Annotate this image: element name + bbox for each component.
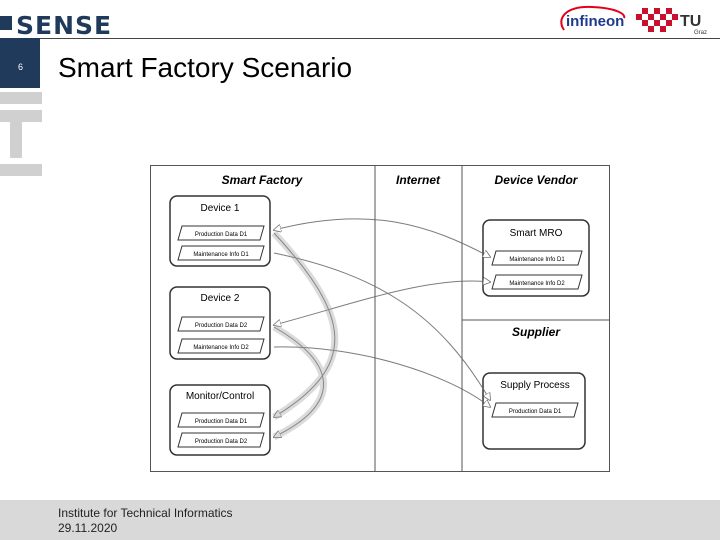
flow-arrow: [274, 281, 490, 325]
page-title: Smart Factory Scenario: [58, 52, 353, 83]
smart-factory-diagram: Smart Factory Internet Device Vendor Sup…: [150, 165, 610, 472]
data-item-label: Maintenance Info D2: [193, 345, 249, 351]
sense-logo-mark: [0, 16, 12, 30]
data-item-label: Production Data D1: [195, 419, 248, 425]
infineon-logo-text: infineon: [566, 13, 624, 30]
sense-logo: SENSE: [0, 6, 130, 40]
data-item: [177, 338, 265, 354]
side-decoration: [0, 164, 42, 176]
slide-number-bar: [0, 38, 40, 88]
side-decoration: [10, 122, 22, 158]
data-item: [177, 225, 265, 241]
data-item: [491, 274, 583, 290]
monitor-control-label: Monitor/Control: [186, 391, 254, 402]
data-item-label: Maintenance Info D1: [193, 252, 249, 258]
flow-arrow: [274, 218, 490, 257]
side-decoration: [0, 110, 42, 122]
data-item-label: Maintenance Info D1: [509, 257, 565, 263]
column-supplier: Supplier: [512, 325, 561, 339]
column-device-vendor: Device Vendor: [495, 173, 579, 187]
data-item: [491, 250, 583, 266]
side-decoration: [0, 92, 42, 104]
tu-logo-text: TU: [680, 13, 701, 30]
flow-arrow-shadow: [272, 323, 327, 441]
flow-arrow: [274, 326, 324, 437]
footer: Institute for Technical Informatics 29.1…: [0, 500, 720, 540]
flow-arrow: [273, 346, 490, 407]
tu-logo-subtext: Graz: [694, 30, 707, 36]
smart-mro-label: Smart MRO: [510, 228, 563, 239]
column-smart-factory: Smart Factory: [222, 173, 304, 187]
device1-label: Device 1: [201, 203, 240, 214]
header-divider: [40, 38, 720, 39]
supply-process-label: Supply Process: [500, 380, 569, 391]
device2-label: Device 2: [201, 293, 240, 304]
data-item: [491, 402, 579, 418]
footer-date: 29.11.2020: [58, 521, 118, 535]
sense-logo-text: SENSE: [16, 11, 113, 40]
infineon-logo: infineon: [560, 5, 626, 31]
data-item: [177, 316, 265, 332]
column-internet: Internet: [396, 173, 441, 187]
slide-number: 6: [18, 62, 24, 72]
data-item-label: Production Data D1: [509, 409, 562, 415]
data-item-label: Maintenance Info D2: [509, 281, 565, 287]
data-item: [177, 412, 265, 428]
flow-arrow: [274, 232, 336, 417]
data-item-label: Production Data D2: [195, 439, 248, 445]
data-item-label: Production Data D1: [195, 232, 248, 238]
tu-graz-logo: TU Graz: [636, 8, 707, 36]
data-item-label: Production Data D2: [195, 323, 248, 329]
data-item: [177, 432, 265, 448]
footer-institute: Institute for Technical Informatics: [58, 506, 233, 520]
data-item: [177, 245, 265, 261]
flow-arrow-shadow: [271, 230, 339, 420]
